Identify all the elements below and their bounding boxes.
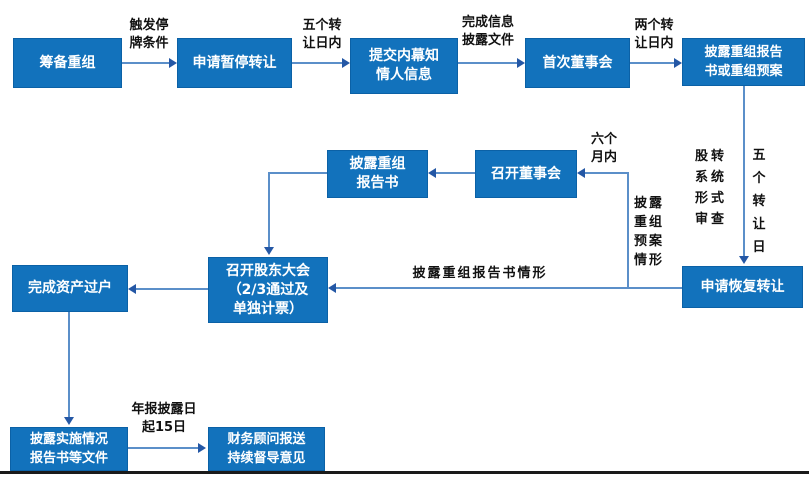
connector [68, 312, 70, 417]
node-disclose-report-or-plan: 披露重组报告 书或重组预案 [682, 38, 805, 86]
connector [136, 288, 208, 290]
node-label: 情人信息 [376, 67, 432, 83]
arrowhead-left-icon [577, 168, 585, 178]
node-label: 申请暂停转让 [192, 54, 277, 71]
node-label: 披露重组 [349, 156, 406, 172]
connector [436, 172, 475, 174]
arrowhead-left-icon [128, 284, 136, 294]
connector [292, 62, 345, 64]
node-first-board-meeting: 首次董事会 [525, 38, 630, 88]
node-label: 披露重组报告 [704, 45, 783, 60]
edge-label-annual-report-15-days: 年报披露日 起15日 [131, 402, 197, 435]
arrowhead-left-icon [428, 168, 436, 178]
arrowhead-left-icon [328, 283, 336, 293]
node-label: 报告书等文件 [29, 451, 108, 466]
node-label: 筹备重组 [39, 54, 96, 71]
arrowhead-right-icon [169, 58, 177, 68]
connector [268, 172, 327, 174]
edge-label-complete-disclosure-docs: 完成信息 披露文件 [461, 15, 514, 48]
node-advisor-supervision-opinion: 财务顾问报送 持续督导意见 [208, 427, 325, 471]
node-label: 持续督导意见 [227, 451, 306, 466]
node-apply-resume-transfer: 申请恢复转让 [682, 266, 803, 308]
node-label: （2/3通过及 [227, 281, 309, 298]
node-shareholders-meeting: 召开股东大会 （2/3通过及 单独计票） [208, 257, 328, 323]
arrowhead-down-icon [264, 247, 274, 255]
edge-label-plan-disclosed-case: 披露 重组 预案 情形 [633, 196, 664, 268]
edge-label-five-transfer-days-within: 五个转 让日内 [302, 18, 342, 51]
edge-label-five-transfer-days: 五 个 转 让 日 [752, 148, 766, 255]
node-label: 首次董事会 [542, 54, 613, 71]
node-label: 财务顾问报送 [227, 432, 306, 447]
node-prepare-restructuring: 筹备重组 [13, 38, 122, 88]
node-disclose-restructuring-report: 披露重组 报告书 [327, 150, 428, 198]
arrowhead-down-icon [739, 256, 749, 264]
edge-label-system-review: 股转 系统 形式 审查 [694, 149, 727, 227]
edge-label-two-transfer-days-within: 两个转 让日内 [634, 18, 674, 51]
edge-label-six-months-within: 六个 月内 [590, 132, 617, 165]
node-label: 书或重组预案 [704, 64, 783, 79]
connector [268, 172, 270, 249]
connector [630, 62, 677, 64]
bottom-rule [0, 471, 809, 474]
node-complete-asset-transfer: 完成资产过户 [12, 265, 128, 312]
node-label: 完成资产过户 [28, 280, 112, 296]
connector [122, 62, 172, 64]
node-label: 披露实施情况 [29, 432, 108, 447]
node-label: 申请恢复转让 [700, 278, 785, 295]
connector [458, 62, 520, 64]
edge-label-report-disclosed-case: 披露重组报告书情形 [412, 266, 548, 281]
node-label: 提交内幕知 [369, 48, 439, 64]
arrowhead-right-icon [517, 58, 525, 68]
node-hold-board-meeting: 召开董事会 [475, 150, 577, 198]
node-disclose-implementation-report: 披露实施情况 报告书等文件 [10, 427, 128, 471]
node-submit-insider-info: 提交内幕知 情人信息 [350, 38, 458, 94]
node-label: 召开股东大会 [226, 262, 310, 279]
connector [627, 173, 629, 288]
arrowhead-right-icon [198, 443, 206, 453]
connector [128, 447, 200, 449]
connector [585, 172, 629, 174]
node-apply-suspend-transfer: 申请暂停转让 [177, 38, 292, 88]
node-label: 召开董事会 [491, 165, 561, 182]
arrowhead-down-icon [64, 417, 74, 425]
node-label: 单独计票） [233, 300, 303, 317]
arrowhead-right-icon [674, 58, 682, 68]
arrowhead-right-icon [342, 58, 350, 68]
connector [336, 287, 682, 289]
connector [743, 86, 745, 258]
node-label: 报告书 [356, 175, 399, 191]
edge-label-trigger-condition: 触发停 牌条件 [129, 18, 169, 51]
